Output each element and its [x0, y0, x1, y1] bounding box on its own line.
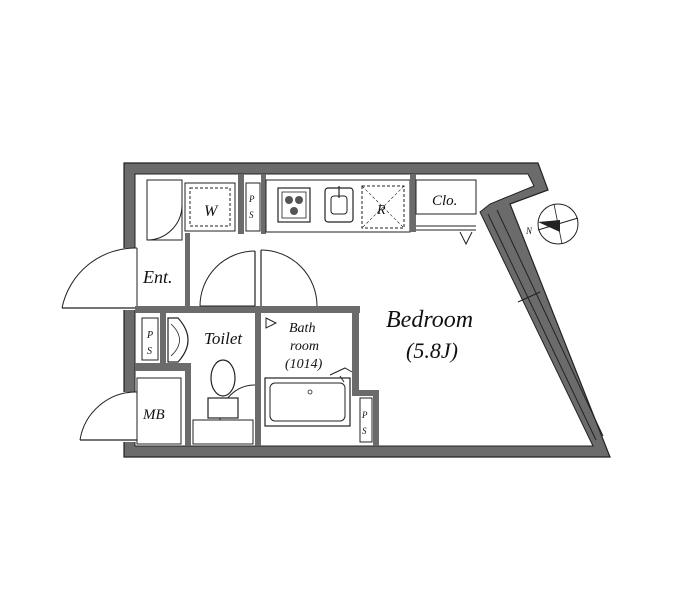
- toilet-icon: [207, 359, 239, 419]
- refrigerator-icon: [361, 185, 405, 229]
- bathtub-icon: [264, 367, 353, 427]
- ps-label-bath-s: S: [362, 426, 367, 436]
- ps-label-bath-p: P: [361, 410, 368, 420]
- ps-label-top-p: P: [248, 194, 255, 204]
- compass-icon: N: [525, 203, 579, 245]
- bathroom-label-line1: Bath: [289, 321, 315, 336]
- meter-box-label: MB: [142, 407, 165, 423]
- ps-label-toilet-p: P: [146, 330, 153, 341]
- ps-label-toilet-s: S: [147, 346, 152, 357]
- compass-north-label: N: [525, 226, 533, 236]
- entrance-door[interactable]: [61, 247, 138, 310]
- toilet-label: Toilet: [204, 329, 243, 348]
- bathroom-label-line2: room: [290, 339, 319, 354]
- bedroom-size-label: (5.8J): [406, 338, 458, 363]
- bathroom-door[interactable]: [260, 249, 318, 307]
- toilet-door[interactable]: [199, 250, 256, 307]
- sink-icon: [324, 186, 354, 223]
- refrigerator-label: R: [376, 203, 386, 218]
- ps-label-top-s: S: [249, 210, 254, 220]
- stove-icon: [277, 187, 311, 223]
- bathroom-label-line3: (1014): [285, 357, 323, 372]
- meter-box-door[interactable]: [79, 391, 138, 442]
- bedroom-label: Bedroom: [386, 307, 473, 333]
- washer-label: W: [204, 203, 219, 220]
- outer-wall: [123, 162, 611, 458]
- entrance-label: Ent.: [142, 267, 173, 287]
- washbasin-icon: [167, 317, 189, 363]
- bath-triangle-icon: [265, 317, 278, 329]
- window: [487, 209, 604, 441]
- closet-label: Clo.: [432, 193, 457, 209]
